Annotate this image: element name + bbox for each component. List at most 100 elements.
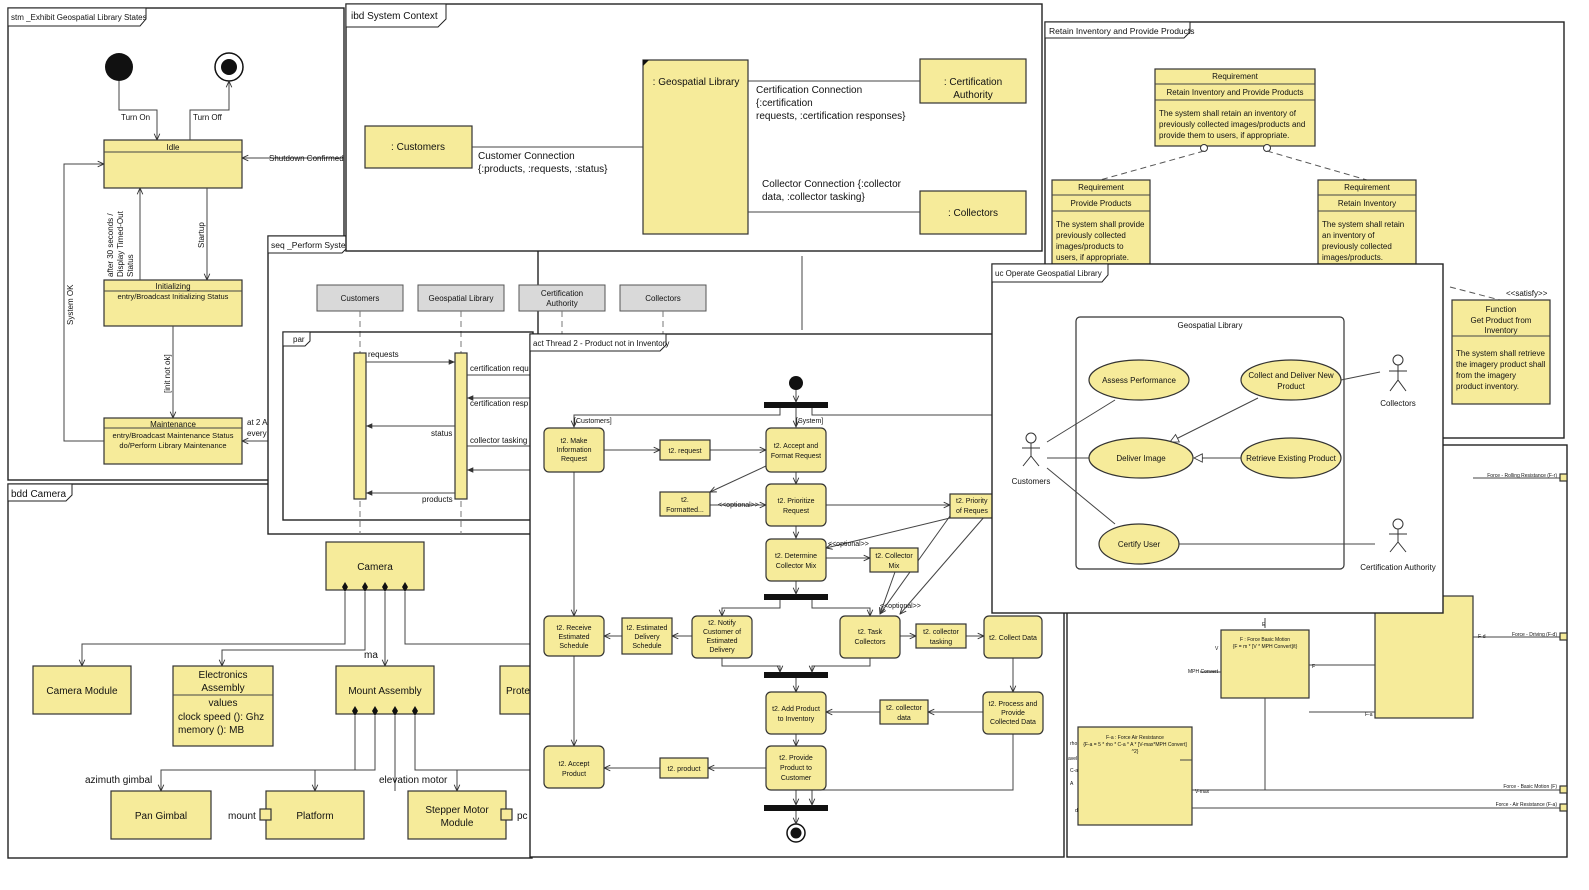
- svg-text:t2. collector: t2. collector: [886, 705, 922, 712]
- transition-system-ok: [63, 164, 104, 442]
- block-pan-gimbal: [110, 790, 212, 840]
- block-camera-label: Camera: [357, 562, 393, 573]
- block-prote-label: Prote: [506, 686, 530, 697]
- pin-collector-tasking: [915, 623, 967, 649]
- req-right-text-2: an inventory of: [1322, 231, 1375, 240]
- param-air-title-3: ^2}: [1132, 749, 1139, 755]
- act-title: act Thread 2 - Product not in Inventory: [533, 339, 669, 348]
- param-label-v: V: [1215, 646, 1219, 652]
- function-text-3: from the imagery: [1456, 371, 1516, 380]
- svg-text:of Reques: of Reques: [956, 508, 988, 515]
- svg-text:t2. Priority: t2. Priority: [956, 498, 988, 505]
- port-mount-label: mount: [228, 811, 256, 822]
- bdd-title-tab: [7, 483, 73, 502]
- coll-conn-label-1: Collector Connection {:collector: [762, 179, 902, 190]
- param-basic-motion-block: [1220, 629, 1310, 699]
- req-containment-lines: [1099, 150, 1368, 181]
- param-label-e: E: [1262, 622, 1266, 628]
- ibd-title-tab: [345, 3, 447, 28]
- lifeline-collectors-label: Collectors: [645, 294, 681, 303]
- uc-assess-performance: [1088, 359, 1190, 401]
- sequence-diagram: seq _Perform System Customers Geospatial…: [267, 235, 707, 535]
- part-customers-label: : Customers: [391, 142, 445, 153]
- pin-request: [659, 439, 711, 461]
- actor-collectors-icon: [1389, 354, 1407, 392]
- part-geolib-label: : Geospatial Library: [653, 77, 740, 88]
- turn-off-label: Turn Off: [193, 113, 223, 122]
- comp-prote: [402, 582, 532, 645]
- block-camera-module-label: Camera Module: [46, 686, 118, 697]
- part-customers: [364, 125, 473, 169]
- seq-frame: [267, 235, 539, 535]
- lifeline-geolib: [417, 284, 505, 312]
- req-left-text-3: images/products to: [1056, 242, 1124, 251]
- param-block-right: [1374, 595, 1474, 719]
- comp-platform: [315, 716, 375, 791]
- state-initializing-label: Initializing: [155, 282, 190, 291]
- action-task-collectors: [839, 615, 901, 659]
- action-prioritize: [765, 483, 827, 527]
- msg-cert-req-label: certification requ: [470, 364, 529, 373]
- action-determine-mix: [765, 538, 827, 582]
- param-label-fd: F-d: [1478, 634, 1486, 640]
- svg-text:Customer: Customer: [781, 775, 812, 782]
- pin-collector-data: [879, 699, 929, 725]
- lifeline-customers: [316, 284, 404, 312]
- svg-text:t2. Make: t2. Make: [561, 438, 588, 445]
- fork-bar-1: [764, 402, 828, 408]
- req-main-name: Retain Inventory and Provide Products: [1167, 88, 1304, 97]
- comp-electronics: [222, 592, 365, 666]
- req-main-text-2: previously collected images/products and: [1159, 120, 1305, 129]
- uc-collect-label-1: Collect and Deliver New: [1248, 371, 1334, 380]
- function-text-2: the imagery product shall: [1456, 360, 1546, 369]
- param-label-d: d: [1075, 808, 1078, 814]
- svg-text:Information: Information: [556, 447, 591, 454]
- pin-collector-mix: [869, 547, 919, 573]
- stm-title-tab: [7, 7, 147, 27]
- uc-deliver-label: Deliver Image: [1116, 454, 1166, 463]
- azimuth-label: azimuth gimbal: [85, 775, 152, 786]
- svg-text:Product: Product: [562, 771, 586, 778]
- svg-text:Estimated: Estimated: [706, 638, 737, 645]
- ma-label: ma: [364, 650, 378, 661]
- svg-text:Mix: Mix: [889, 563, 900, 570]
- req-main-box: [1154, 68, 1316, 147]
- svg-text:t2. Determine: t2. Determine: [775, 553, 817, 560]
- svg-text:t2. Add Product: t2. Add Product: [772, 706, 820, 713]
- svg-text:Provide: Provide: [1001, 710, 1025, 717]
- action-collect-data: [983, 615, 1043, 659]
- bdd-title: bdd Camera: [11, 489, 66, 500]
- init-not-ok-label: [init not ok]: [163, 354, 172, 393]
- req-main-text-1: The system shall retain an inventory of: [1159, 109, 1297, 118]
- action-provide-product: [765, 745, 827, 791]
- stm-title: stm _Exhibit Geospatial Library States: [11, 13, 147, 22]
- svg-text:t2. Prioritize: t2. Prioritize: [778, 498, 815, 505]
- function-stereotype: Function: [1486, 305, 1517, 314]
- actor-cert-authority-icon: [1389, 518, 1407, 553]
- block-platform-label: Platform: [296, 811, 333, 822]
- state-maintenance-do: do/Perform Library Maintenance: [119, 441, 226, 450]
- part-certification-authority: [919, 58, 1027, 104]
- elevation-label: elevation motor: [379, 775, 448, 786]
- svg-text:data: data: [897, 715, 911, 722]
- function-box: [1451, 299, 1551, 405]
- optional-label-3: <<optional>>: [880, 603, 921, 610]
- shutdown-label: Shutdown Confirmed: [269, 154, 344, 163]
- param-label-basic-motion: Force - Basic Motion (F): [1503, 784, 1557, 790]
- param-basic-title-2: {F = m * [V * MPH Convert]/t}: [1233, 644, 1298, 650]
- join-bar-3: [764, 672, 828, 678]
- svg-text:t2. Collector: t2. Collector: [875, 553, 913, 560]
- uc-associations: [1046, 371, 1381, 545]
- param-label-avel: avel: [1068, 756, 1077, 762]
- state-maintenance-label: Maintenance: [150, 420, 196, 429]
- state-idle-label: Idle: [167, 143, 180, 152]
- ibd-title: ibd System Context: [351, 11, 438, 22]
- svg-text:tasking: tasking: [930, 639, 952, 646]
- turn-on-label: Turn On: [121, 113, 150, 122]
- svg-text:t2. Collect Data: t2. Collect Data: [989, 635, 1037, 642]
- param-label-ca: C-a: [1070, 768, 1078, 774]
- cert-conn-label-2: {:certification: [756, 98, 813, 109]
- req-main-text-3: provide them to users, if appropriate.: [1159, 131, 1289, 140]
- svg-text:Collectors: Collectors: [854, 639, 886, 646]
